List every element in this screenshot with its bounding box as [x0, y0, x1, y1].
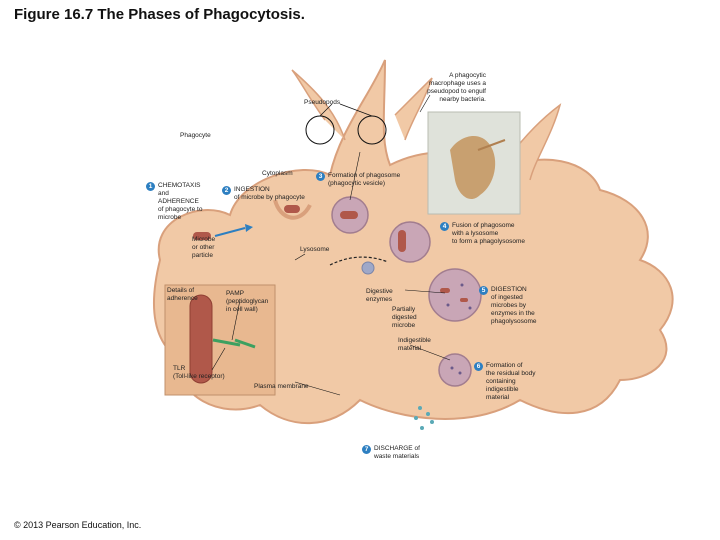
step-line: microbe	[158, 214, 182, 221]
pamp-label-line: PAMP	[226, 290, 244, 297]
digestive-label-line: enzymes	[366, 296, 393, 303]
tlr-label-line: TLR	[173, 365, 186, 372]
chemotaxis-arrow	[214, 227, 246, 237]
step-3-text: Formation of phagosome (phagocytic vesic…	[328, 172, 400, 188]
step-line: the residual body	[486, 370, 536, 377]
residual-body	[438, 353, 472, 387]
macrophage-note-line: pseudopod to engulf	[427, 88, 486, 95]
microbe-label-line: Microbe	[192, 236, 216, 243]
partially-digested-label: Partially digested microbe	[392, 306, 417, 330]
step-line: indigestible	[486, 386, 519, 393]
step-line: with a lysosome	[452, 230, 499, 237]
lysosome-label: Lysosome	[300, 246, 330, 253]
step-line: DISCHARGE of	[374, 445, 420, 452]
micrograph-macrophage	[450, 135, 496, 200]
pseudopods-label: Pseudopods	[304, 99, 341, 106]
plasma-membrane-label: Plasma membrane	[254, 383, 309, 390]
step-line: INGESTION	[234, 186, 270, 193]
step-line: (phagocytic vesicle)	[328, 180, 386, 187]
indigestible-label-line: material	[398, 345, 422, 352]
cytoplasm-label: Cytoplasm	[262, 170, 293, 177]
tlr-label: TLR (Toll-like receptor)	[173, 365, 225, 381]
microbe-ingested	[284, 205, 300, 213]
indigestible-label-line: Indigestible	[398, 337, 431, 344]
step-2-text: INGESTION of microbe by phagocyte	[234, 186, 305, 202]
lysosome	[361, 261, 375, 275]
step-line: microbes by	[491, 302, 527, 309]
step-line: Fusion of phagosome	[452, 222, 515, 229]
microbe-label-line: or other	[192, 244, 215, 251]
step-line: CHEMOTAXIS	[158, 182, 201, 189]
step-line: DIGESTION	[491, 286, 527, 293]
phagolysosome	[389, 221, 431, 263]
digestive-label-line: Digestive	[366, 288, 393, 295]
step-line: containing	[486, 378, 516, 385]
step-7-text: DISCHARGE of waste materials	[374, 445, 420, 461]
digestion-vesicle	[428, 268, 482, 322]
step-line: and	[158, 190, 169, 197]
microbe-label-line: particle	[192, 252, 213, 259]
step-6-text: Formation of the residual body containin…	[486, 362, 536, 402]
digestive-enzymes-label: Digestive enzymes	[366, 288, 393, 304]
tlr-label-line: (Toll-like receptor)	[173, 373, 225, 380]
step-5-badge: 5	[479, 286, 488, 295]
step-1-badge: 1	[146, 182, 155, 191]
partial-label-line: Partially	[392, 306, 416, 313]
ingestion-cup	[273, 199, 312, 220]
lysosome-arrow	[329, 256, 389, 266]
microbe-detail	[189, 294, 213, 384]
macrophage-note-line: A phagocytic	[449, 72, 486, 79]
copyright-notice: © 2013 Pearson Education, Inc.	[14, 520, 142, 530]
pseudopod-callout-circle	[305, 115, 335, 145]
macrophage-note-line: macrophage uses a	[428, 80, 486, 87]
macrophage-note-line: nearby bacteria.	[439, 96, 486, 103]
step-2-badge: 2	[222, 186, 231, 195]
adherence-detail-label: Details of adherence	[167, 287, 198, 303]
phagocyte-label: Phagocyte	[180, 132, 211, 139]
step-line: of phagocyte to	[158, 206, 203, 213]
pseudopod-right	[394, 77, 433, 141]
macrophage-note: A phagocytic macrophage uses a pseudopod…	[414, 72, 486, 104]
pamp-label-line: in cell wall)	[226, 306, 258, 313]
microbe-label: Microbe or other particle	[192, 236, 215, 260]
step-line: phagolysosome	[491, 318, 537, 325]
step-line: material	[486, 394, 510, 401]
step-line: waste materials	[374, 453, 420, 460]
adherence-label-line: Details of	[167, 287, 195, 294]
partial-label-line: microbe	[392, 322, 416, 329]
step-4-text: Fusion of phagosome with a lysosome to f…	[452, 222, 525, 246]
step-1-text: CHEMOTAXIS and ADHERENCE of phagocyte to…	[158, 182, 202, 222]
step-line: of ingested	[491, 294, 523, 301]
step-line: of microbe by phagocyte	[234, 194, 305, 201]
step-3-badge: 3	[316, 172, 325, 181]
step-7-badge: 7	[362, 445, 371, 454]
step-line: enzymes in the	[491, 310, 535, 317]
step-line: Formation of	[486, 362, 523, 369]
figure-title: Figure 16.7 The Phases of Phagocytosis.	[14, 6, 305, 23]
step-line: to form a phagolysosome	[452, 238, 525, 245]
step-line: Formation of phagosome	[328, 172, 401, 179]
pamp-label: PAMP (peptidoglycan in cell wall)	[226, 290, 268, 314]
microbe	[193, 232, 211, 240]
step-line: ADHERENCE	[158, 198, 199, 205]
pamp-label-line: (peptidoglycan	[226, 298, 269, 305]
step-5-text: DIGESTION of ingested microbes by enzyme…	[491, 286, 537, 326]
step-6-badge: 6	[474, 362, 483, 371]
step-4-badge: 4	[440, 222, 449, 231]
indigestible-label: Indigestible material	[398, 337, 431, 353]
partial-label-line: digested	[392, 314, 417, 321]
adherence-label-line: adherence	[167, 295, 198, 302]
